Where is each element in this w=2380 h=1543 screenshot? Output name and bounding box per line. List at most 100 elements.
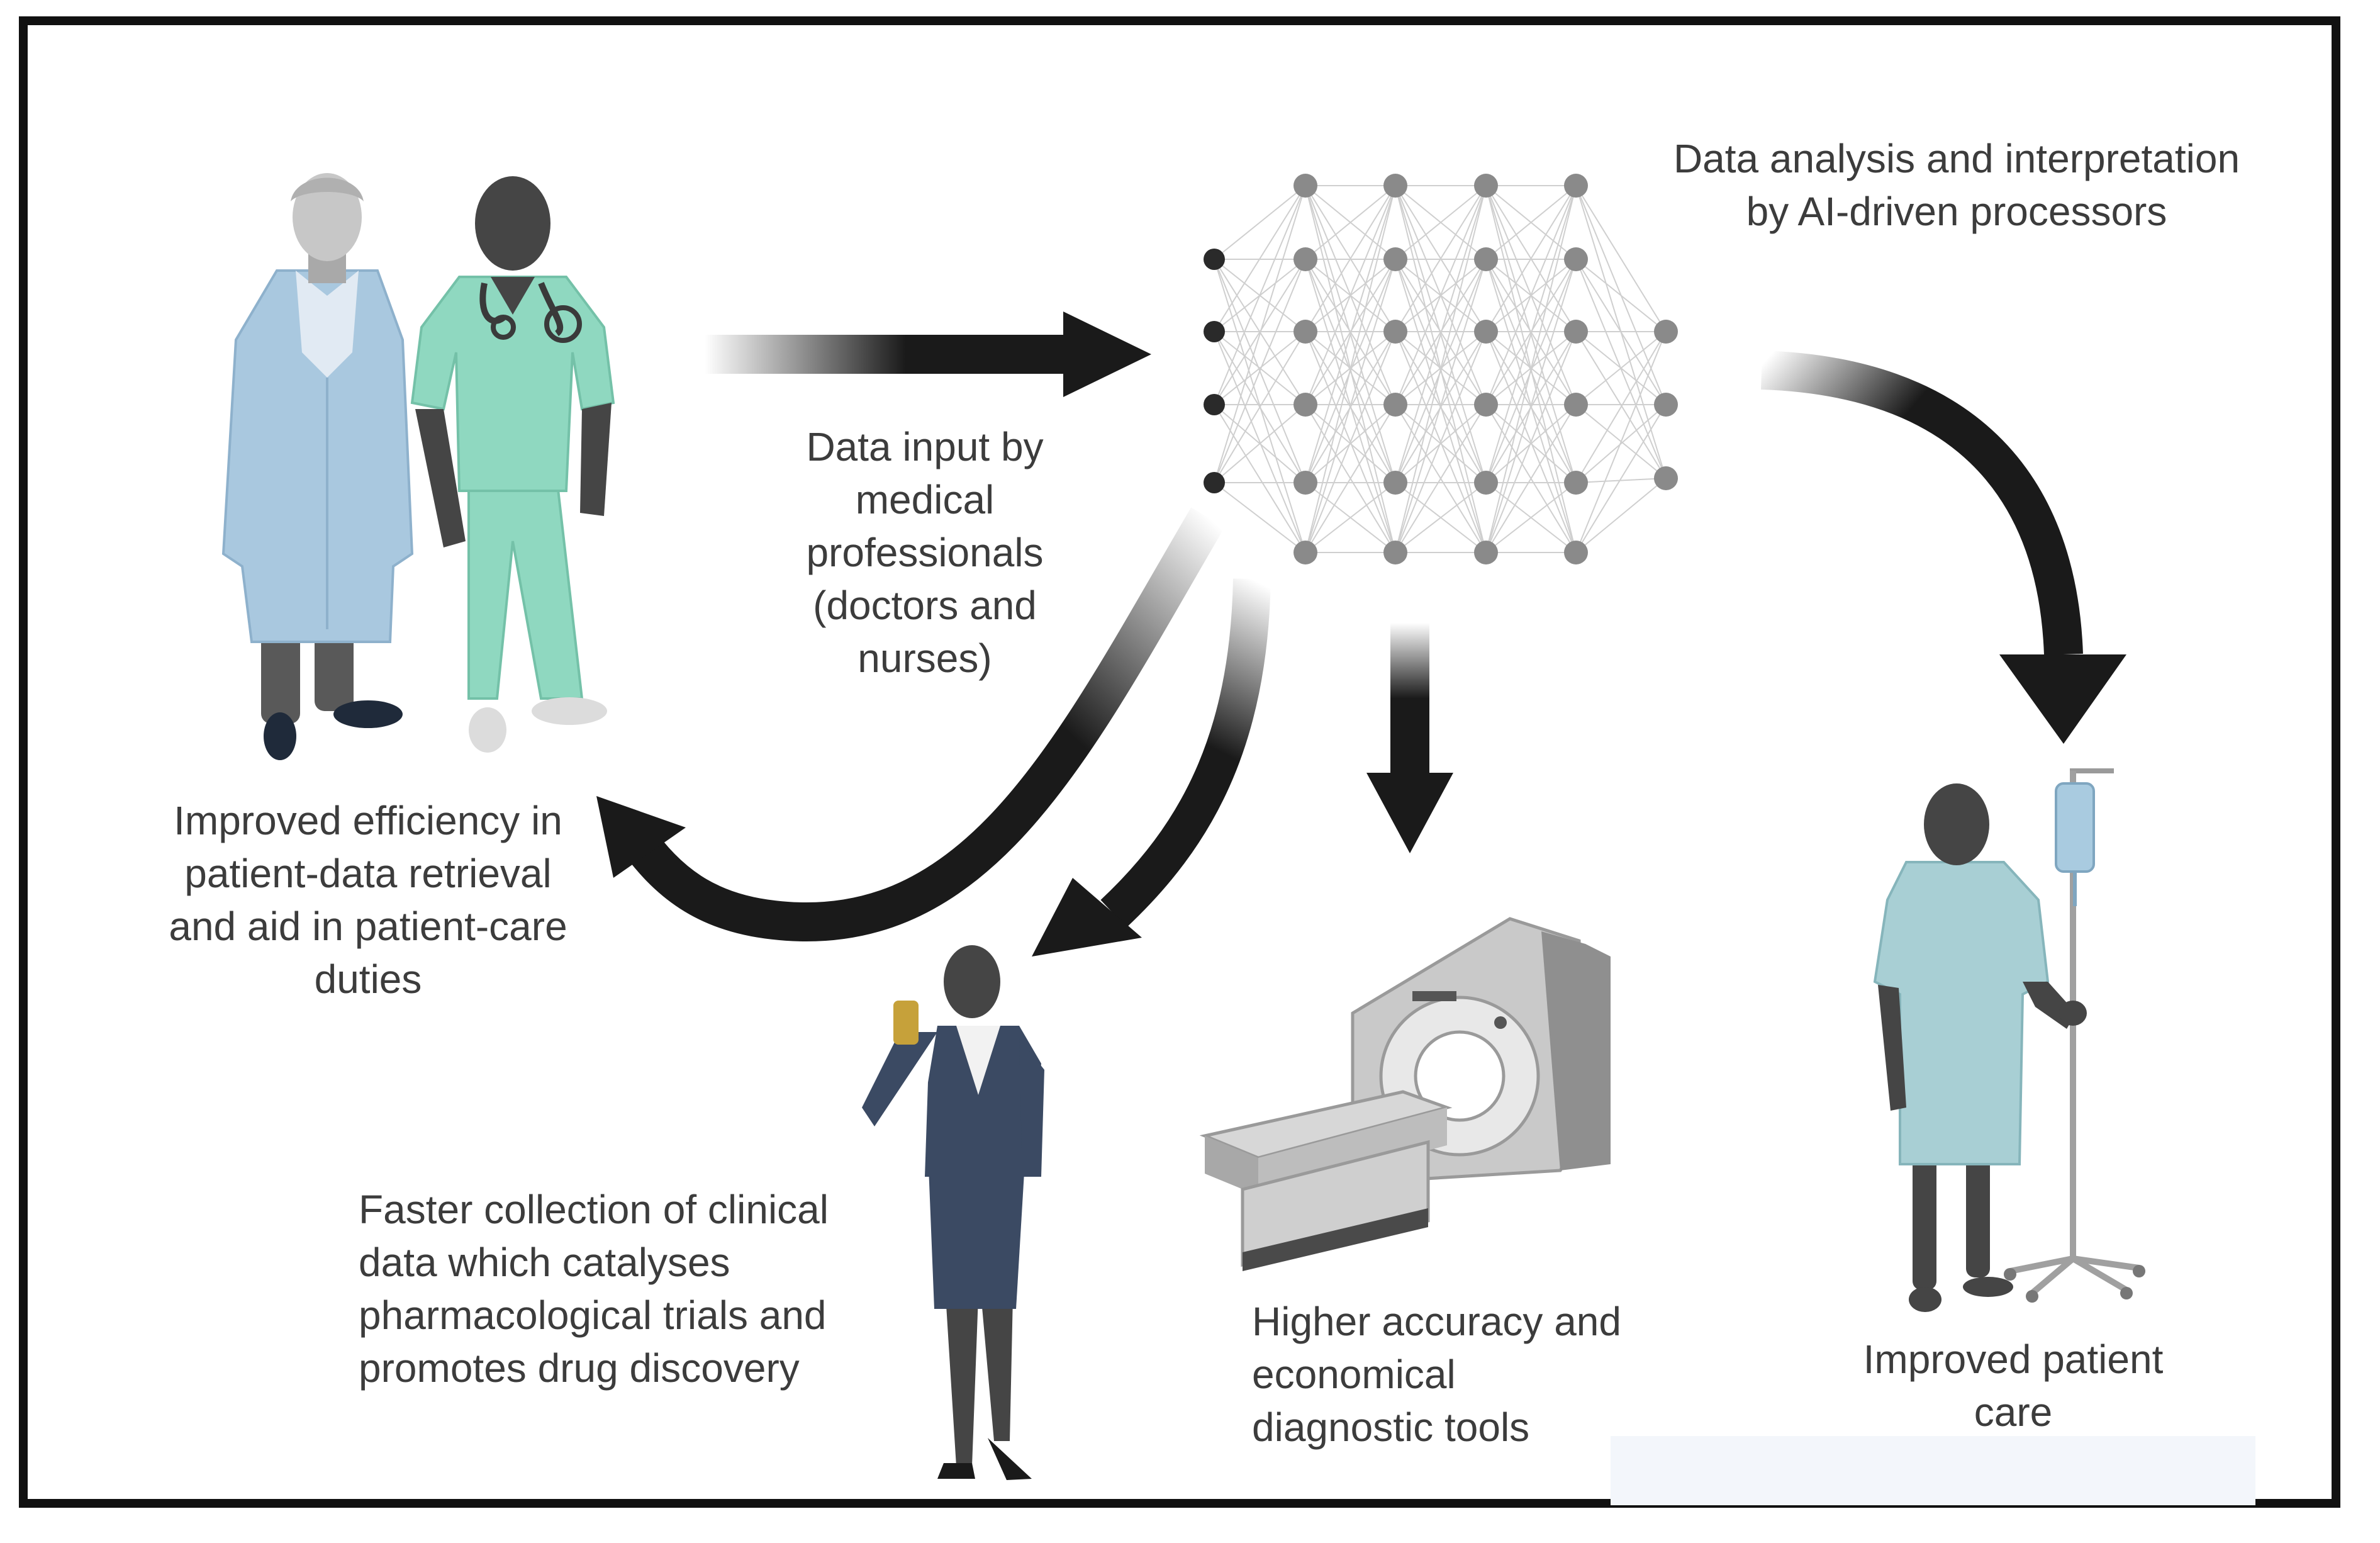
network-edge (1575, 331, 1667, 405)
network-edge (1575, 185, 1667, 332)
network-edge (1214, 185, 1306, 483)
arrow-to-patient-care (1760, 351, 2126, 744)
network-node (1293, 541, 1317, 564)
network-edge (1395, 331, 1487, 553)
network-edge (1485, 185, 1577, 553)
network-edge (1485, 404, 1577, 553)
iv-drip-icon (2004, 768, 2145, 1303)
network-edge (1214, 404, 1306, 483)
network-edge (1575, 259, 1667, 332)
network-edge (1305, 185, 1396, 553)
network-edge (1395, 185, 1487, 260)
network-node (1474, 541, 1498, 564)
network-node (1383, 393, 1407, 417)
network-node (1383, 174, 1407, 198)
network-node (1474, 471, 1498, 495)
network-node (1564, 320, 1588, 344)
network-node (1293, 471, 1317, 495)
caption-patient-care: Improved patient care (1863, 1337, 2164, 1435)
network-edge (1485, 482, 1577, 553)
network-edge (1575, 478, 1667, 483)
businesswoman-figure (862, 945, 1044, 1480)
network-edge (1575, 478, 1667, 553)
network-edge (1214, 185, 1306, 332)
network-edge (1485, 185, 1577, 332)
network-node (1654, 466, 1678, 490)
network-node (1293, 393, 1317, 417)
caption-diagnostics: Higher accuracy and economical diagnosti… (1252, 1299, 1621, 1450)
network-edge (1305, 259, 1396, 405)
network-edge (1305, 331, 1396, 553)
network-edge (1575, 331, 1667, 483)
doctor-figure (221, 173, 414, 760)
neural-network-icon (1204, 174, 1678, 564)
network-node (1654, 320, 1678, 344)
network-edge (1214, 482, 1306, 553)
arrow-to-efficiency (596, 507, 1225, 942)
network-edge (1214, 259, 1306, 553)
network-edge (1395, 259, 1487, 405)
background-band (1611, 1436, 2255, 1505)
network-edge (1305, 404, 1396, 553)
mri-scanner-icon (1199, 917, 1611, 1271)
network-edge (1485, 259, 1577, 405)
caption-ai-analysis: Data analysis and interpretation by AI-d… (1673, 136, 2240, 234)
network-edge (1305, 185, 1396, 483)
network-edge (1485, 259, 1577, 553)
network-node (1204, 394, 1225, 415)
network-node (1293, 320, 1317, 344)
nurse-figure (410, 176, 615, 753)
network-edge (1214, 185, 1306, 260)
network-node (1564, 247, 1588, 271)
network-node (1474, 247, 1498, 271)
network-connections (1214, 185, 1667, 553)
arrow-to-diagnostics (1366, 623, 1453, 853)
network-edge (1305, 259, 1396, 553)
network-edge (1395, 185, 1487, 332)
network-node (1474, 393, 1498, 417)
figure-frame (19, 16, 2340, 1508)
network-edge (1485, 185, 1577, 260)
network-edge (1485, 185, 1577, 483)
arrow-to-network (705, 311, 1151, 397)
network-edge (1214, 331, 1306, 405)
network-edge (1214, 404, 1306, 553)
network-edge (1214, 259, 1306, 405)
network-node (1564, 541, 1588, 564)
network-edge (1395, 482, 1487, 553)
arrow-to-clinical-data (1032, 578, 1271, 957)
caption-efficiency: Improved efficiency in patient-data retr… (169, 798, 567, 1002)
network-edge (1214, 331, 1306, 553)
network-edge (1395, 185, 1487, 405)
network-node (1474, 320, 1498, 344)
network-edge (1395, 185, 1487, 553)
network-node (1383, 541, 1407, 564)
network-edge (1485, 331, 1577, 553)
network-nodes (1204, 174, 1678, 564)
network-edge (1395, 404, 1487, 553)
network-node (1383, 471, 1407, 495)
network-edge (1395, 185, 1487, 483)
network-node (1204, 472, 1225, 493)
network-node (1474, 174, 1498, 198)
network-edge (1214, 259, 1306, 483)
network-node (1204, 321, 1225, 342)
network-edge (1485, 185, 1577, 405)
network-edge (1305, 185, 1396, 405)
network-edge (1305, 185, 1396, 332)
network-node (1293, 174, 1317, 198)
caption-clinical-data: Faster collection of clinical data which… (359, 1187, 829, 1391)
network-node (1204, 249, 1225, 270)
network-edge (1575, 404, 1667, 553)
caption-data-input: Data input by medical professionals (doc… (806, 424, 1044, 681)
network-edge (1214, 331, 1306, 483)
network-node (1564, 393, 1588, 417)
network-node (1383, 320, 1407, 344)
network-node (1293, 247, 1317, 271)
network-node (1383, 247, 1407, 271)
network-edge (1214, 185, 1306, 405)
network-edge (1575, 331, 1667, 553)
network-edge (1395, 259, 1487, 553)
network-edge (1305, 482, 1396, 553)
